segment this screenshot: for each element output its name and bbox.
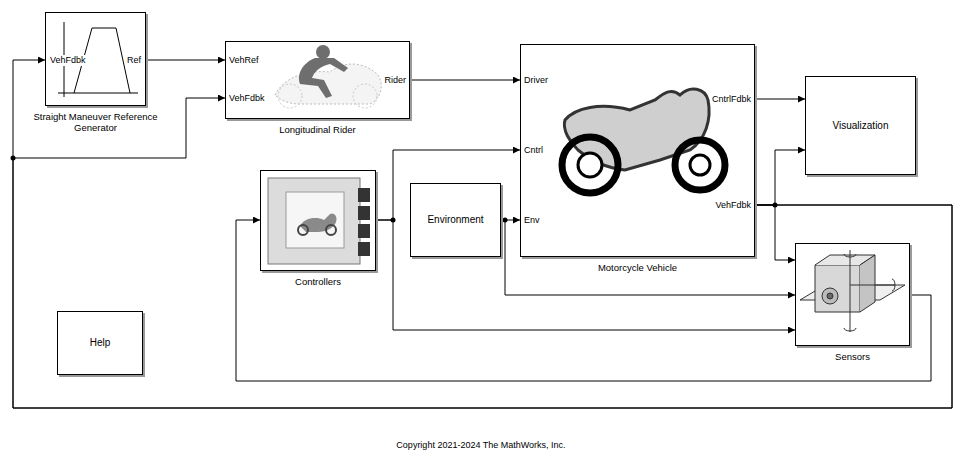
motorcycle-icon [562,89,725,193]
signal-line [501,220,795,295]
branch-point [11,156,778,223]
sensor-icon [800,250,905,332]
signal-line [146,60,225,61]
block-label: Help [58,337,142,349]
simulink-block: DriverCntrlEnvCntrlFdbkVehFdbkMotorcycle… [520,44,755,257]
port-name: CntrlFdbk [711,94,752,105]
copyright-note: Copyright 2021-2024 The MathWorks, Inc. [396,440,565,450]
signal-line [755,150,805,205]
simulink-block: VehRefVehFdbkRiderLongitudinal Rider [225,41,410,119]
signal-line [376,220,795,330]
simulink-block: Visualization [805,76,916,175]
port-name: VehFdbk [228,93,266,104]
simulink-block: VehFdbkRefStraight Maneuver Reference Ge… [45,12,146,106]
block-name: Straight Maneuver Reference Generator [21,111,171,134]
port-name: Env [523,215,541,226]
signal-line [13,60,952,408]
ecu-icon [268,178,370,264]
simulink-block: Controllers [260,170,376,271]
port-name: Driver [523,75,549,86]
block-name: Motorcycle Vehicle [520,262,755,273]
signal-line [410,80,520,81]
block-label: Environment [411,214,500,226]
block-name: Sensors [783,351,923,362]
signal-line [755,99,805,100]
signal-line [236,220,931,381]
simulink-block: Help [57,311,143,375]
signal-line [755,205,795,260]
port-name: VehFdbk [49,55,87,66]
port-name: VehFdbk [714,200,752,211]
signal-line [376,150,520,220]
rider-icon [275,45,381,108]
block-name: Controllers [248,276,388,287]
simulink-block: Sensors [795,243,910,346]
port-name: Rider [383,75,407,86]
block-name: Longitudinal Rider [225,124,410,135]
port-name: Ref [126,55,142,66]
signal-line [13,98,952,408]
port-name: VehRef [228,55,260,66]
block-label: Visualization [806,120,915,132]
simulink-block: Environment [410,183,501,257]
port-name: Cntrl [523,145,544,156]
